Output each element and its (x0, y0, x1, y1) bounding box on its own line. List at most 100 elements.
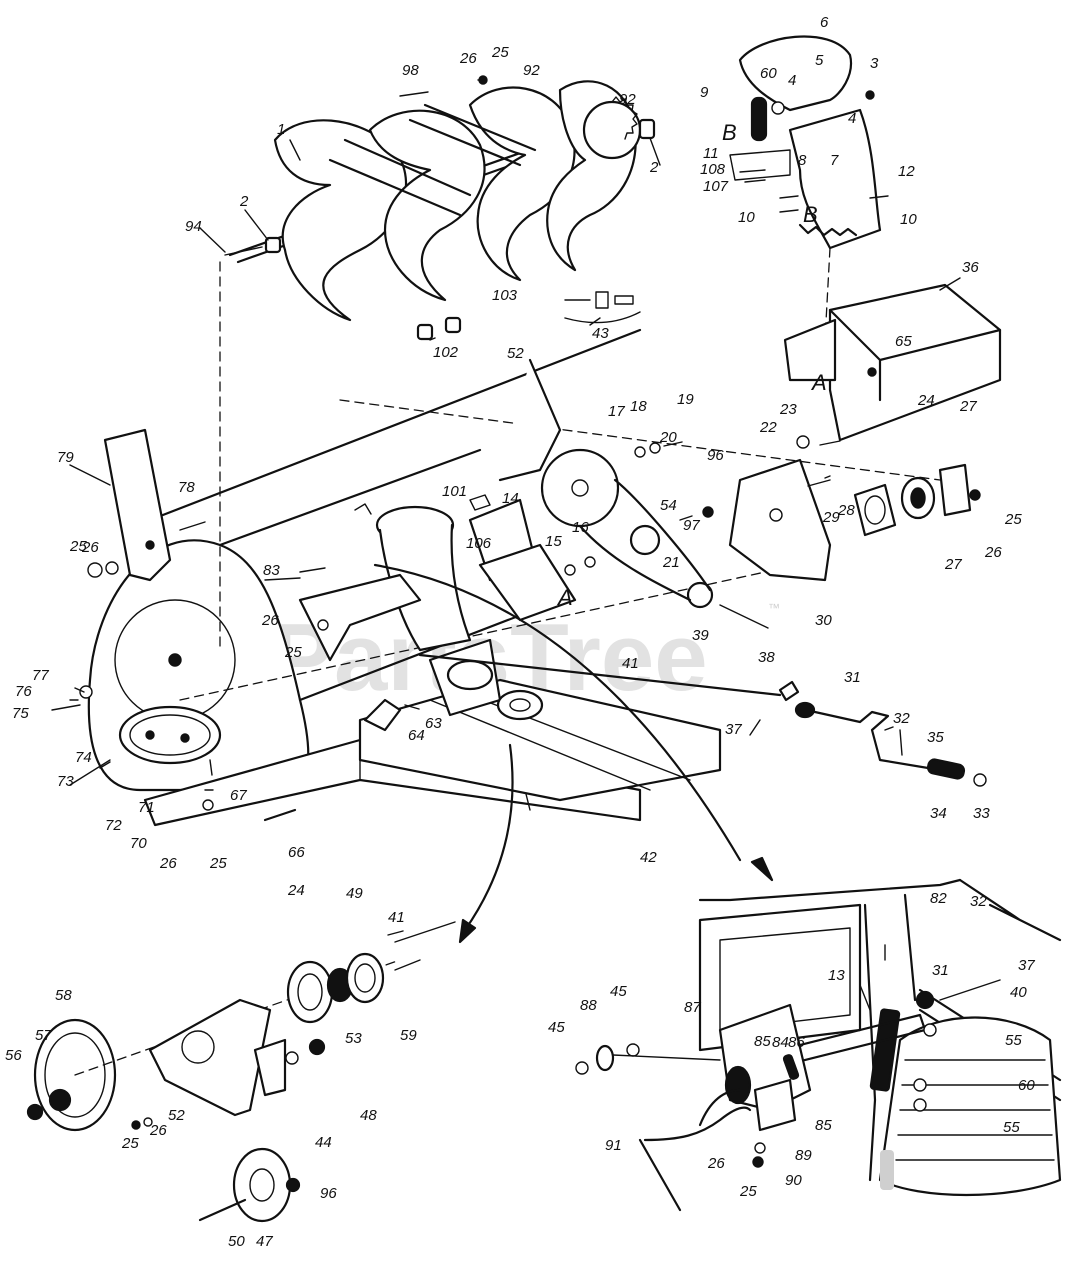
part-label: 27 (944, 556, 962, 573)
letter-b-upper: B (722, 120, 737, 145)
chute-base (298, 358, 577, 662)
part-label: 21 (662, 554, 680, 571)
part-label: 103 (492, 287, 518, 304)
part-label: 57 (35, 1027, 52, 1044)
idler-sprocket (629, 524, 661, 556)
chain-20 (578, 478, 712, 602)
nut-25-lower (131, 1120, 141, 1130)
sprocket-39 (686, 581, 714, 609)
bolt-67 (204, 759, 214, 791)
part-label: 10 (738, 209, 755, 226)
auger-paddles (328, 103, 537, 217)
part-label: 53 (345, 1030, 362, 1047)
part-label: 78 (178, 479, 195, 496)
part-label: 89 (795, 1147, 812, 1164)
part-label: 13 (828, 967, 845, 984)
tractor-rails (918, 878, 1062, 1102)
tractor-tire (878, 1016, 1062, 1197)
part-label: 98 (402, 62, 419, 79)
part-label: 58 (55, 987, 72, 1004)
part-label: 1 (277, 121, 285, 138)
part-label: 23 (779, 401, 797, 418)
chute-bracket-11 (729, 149, 791, 181)
flange-24-hole (864, 495, 886, 525)
chute-base-body (378, 523, 472, 652)
part-label: 37 (725, 721, 742, 738)
part-label: 50 (228, 1233, 245, 1250)
bolt-59 (394, 959, 421, 971)
part-label: 96 (320, 1185, 337, 1202)
bolt-65 (867, 367, 877, 377)
cable-41 (373, 563, 742, 862)
part-label: 45 (548, 1019, 565, 1036)
cover-plate-inner (129, 714, 211, 756)
arrow-to-detail-right (750, 856, 774, 882)
pivot-40 (915, 990, 935, 1010)
leader-lines (69, 99, 1001, 1011)
part-label: 25 (121, 1135, 139, 1152)
part-label: 72 (105, 817, 122, 834)
part-label: 71 (138, 799, 155, 816)
sprocket-hub (571, 479, 589, 497)
rod-37 (418, 653, 782, 697)
plate-89 (753, 1078, 797, 1132)
dashed-shaft-line (339, 399, 941, 481)
nut-25-left (87, 562, 103, 578)
bolt-66 (263, 808, 297, 822)
cover-plate-71 (118, 705, 222, 765)
part-label: 25 (284, 644, 302, 661)
part-label: 12 (898, 163, 915, 180)
part-label: 39 (692, 627, 709, 644)
pulley-upper (446, 659, 494, 691)
part-label: 59 (400, 1027, 417, 1044)
part-label: 26 (261, 612, 279, 629)
bolt-50 (198, 1198, 247, 1222)
part-label: 24 (917, 392, 935, 409)
flange-27-right (938, 463, 972, 517)
part-label: 26 (984, 544, 1002, 561)
tractor-frame (863, 893, 917, 1182)
part-label: 44 (315, 1134, 332, 1151)
part-label: 42 (640, 849, 657, 866)
bolts-107-108 (739, 169, 766, 183)
mount-detail (575, 878, 1062, 1212)
part-label: 32 (893, 710, 910, 727)
part-label: 25 (491, 44, 509, 61)
part-label: 79 (57, 449, 74, 466)
part-label: 66 (288, 844, 305, 861)
auger-flight-2 (368, 109, 486, 302)
lever-91-bend (698, 1088, 742, 1127)
sprocket-large (540, 448, 620, 528)
bracket-52-side (498, 358, 562, 482)
part-label: 108 (700, 161, 726, 178)
tractor-lower-pad (880, 1150, 894, 1190)
nut-48 (308, 1038, 326, 1056)
nut-33 (973, 773, 987, 787)
shield-plate-A (478, 543, 577, 622)
part-label: 107 (703, 178, 729, 195)
part-label: 27 (959, 398, 977, 415)
part-label: 26 (149, 1122, 167, 1139)
bolt-19 (663, 441, 683, 447)
chute-body (788, 108, 882, 250)
part-label: 43 (592, 325, 609, 342)
nut-3 (865, 90, 875, 100)
washer-45a (575, 1061, 589, 1075)
washer-18 (649, 442, 661, 454)
washer-55b (913, 1098, 927, 1112)
part-label: 30 (815, 612, 832, 629)
part-label: 26 (707, 1155, 725, 1172)
bolt-83 (299, 567, 326, 573)
part-label: 31 (932, 962, 949, 979)
kit-bracket (564, 311, 641, 324)
washer-55a (923, 1023, 937, 1037)
flange-24-lower (286, 960, 334, 1024)
part-label: 102 (433, 344, 459, 361)
key-54 (679, 515, 693, 521)
watermark-trademark: ™ (768, 601, 780, 615)
cover-bolt-b (180, 733, 190, 743)
part-number-labels: 98 26 25 92 92 1 2 2 94 103 43 102 6 5 3… (5, 14, 1035, 1250)
part-label: 19 (677, 391, 694, 408)
part-label: 47 (256, 1233, 273, 1250)
